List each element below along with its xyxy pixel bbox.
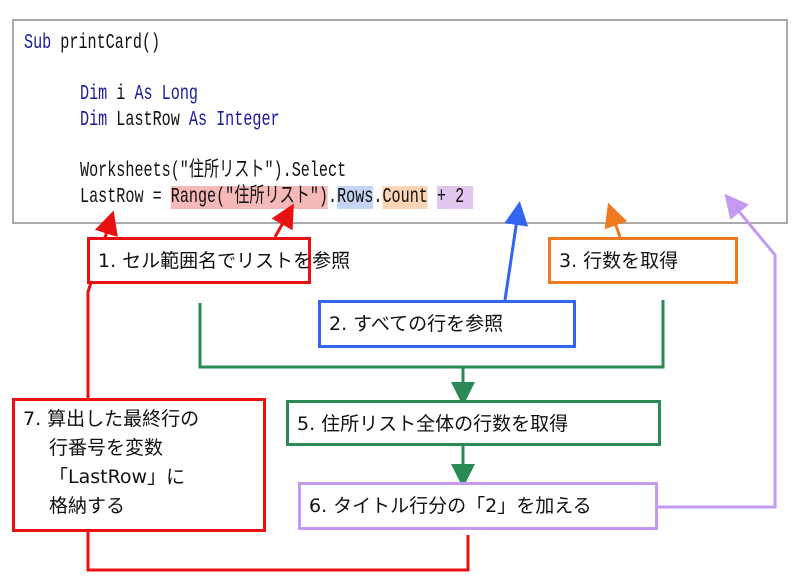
callout-3: 3. 行数を取得: [548, 237, 738, 284]
code-text: i: [107, 83, 135, 106]
code-block: Sub printCard() Dim i As Long Dim LastRo…: [12, 19, 788, 224]
rows-highlight: Rows: [337, 186, 374, 209]
green-bracket: [198, 300, 665, 369]
plus-two-highlight: + 2: [436, 186, 474, 209]
keyword: As Long: [134, 83, 198, 106]
callout-6: 6. タイトル行分の「2」を加える: [298, 482, 658, 530]
arrow-3-to-count: [604, 202, 628, 238]
code-text: .: [373, 186, 383, 209]
code-text: printCard(): [51, 32, 161, 55]
callout-2: 2. すべての行を参照: [318, 300, 576, 348]
code-line-lastrow: LastRow = Range("住所リスト").Rows.Count + 2: [80, 185, 474, 211]
callout-7: 7. 算出した最終行の 行番号を変数 「LastRow」に 格納する: [12, 398, 266, 532]
keyword: As Integer: [188, 109, 280, 132]
arrow-1-to-range: [271, 203, 294, 238]
code-text: LastRow: [107, 109, 189, 132]
code-line-dim-lastrow: Dim LastRow As Integer: [80, 108, 280, 134]
code-text: LastRow =: [80, 186, 171, 209]
keyword: Dim: [80, 83, 108, 106]
keyword: Dim: [80, 109, 108, 132]
code-text: .: [328, 186, 338, 209]
arrow-2-to-rows: [503, 201, 529, 301]
callout-5: 5. 住所リスト全体の行数を取得: [286, 400, 661, 446]
code-line-dim-i: Dim i As Long: [80, 82, 198, 108]
arrow-6-to-plus: [658, 193, 777, 509]
code-line-sub: Sub printCard(): [24, 31, 160, 57]
keyword: Sub: [24, 32, 52, 55]
code-line-worksheets: Worksheets("住所リスト").Select: [80, 160, 347, 183]
callout-7-line: 行番号を変数: [49, 437, 164, 459]
callout-7-line: 7. 算出した最終行の: [23, 408, 200, 430]
callout-7-line: 「LastRow」に: [49, 466, 186, 488]
line-6-to-7: [86, 532, 470, 572]
callout-7-line: 格納する: [49, 495, 126, 517]
callout-1: 1. セル範囲名でリストを参照: [87, 237, 350, 284]
range-highlight: Range("住所リスト"): [170, 186, 329, 209]
count-highlight: Count: [382, 186, 428, 209]
